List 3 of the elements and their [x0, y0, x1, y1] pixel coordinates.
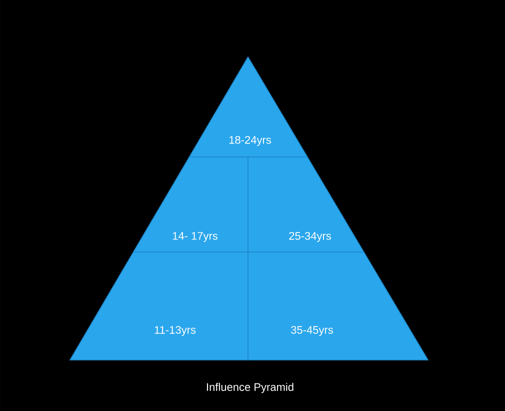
- pyramid-tier: 25-34yrs: [248, 156, 364, 252]
- caption: Influence Pyramid: [207, 382, 294, 394]
- pyramid-tier: 35-45yrs: [248, 252, 429, 360]
